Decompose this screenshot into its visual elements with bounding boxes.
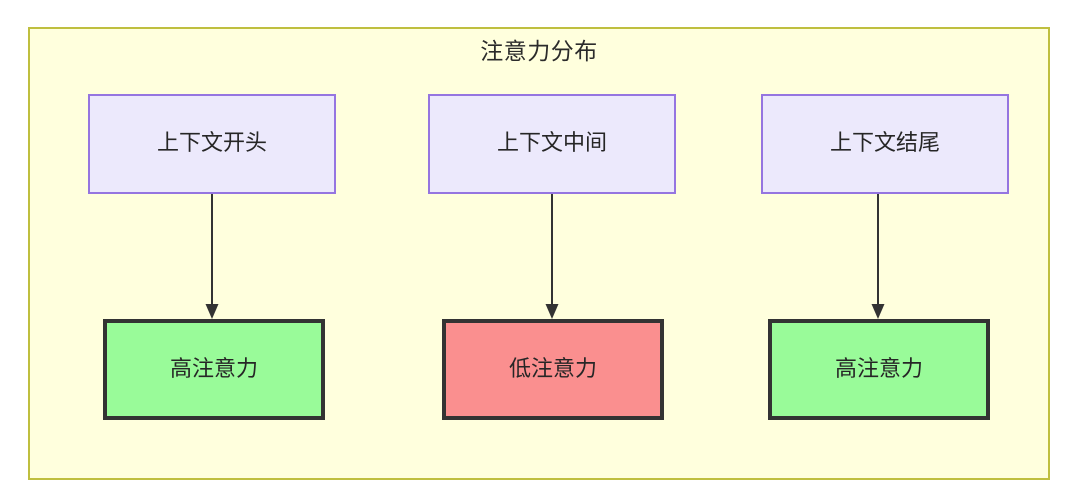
attention-distribution-group: 注意力分布 上下文开头 上下文中间 上下文结尾 高注意力 低注 bbox=[28, 27, 1050, 480]
node-low-attention-middle[interactable]: 低注意力 bbox=[442, 319, 664, 420]
node-context-start[interactable]: 上下文开头 bbox=[88, 94, 336, 194]
node-context-end[interactable]: 上下文结尾 bbox=[761, 94, 1009, 194]
arrow-context-start-to-high-attention bbox=[205, 194, 219, 319]
diagram-title: 注意力分布 bbox=[480, 39, 598, 65]
node-high-attention-end[interactable]: 高注意力 bbox=[768, 319, 990, 420]
node-context-middle[interactable]: 上下文中间 bbox=[428, 94, 676, 194]
node-high-attention-start[interactable]: 高注意力 bbox=[103, 319, 325, 420]
arrow-context-middle-to-low-attention bbox=[545, 194, 559, 319]
arrow-context-end-to-high-attention bbox=[871, 194, 885, 319]
